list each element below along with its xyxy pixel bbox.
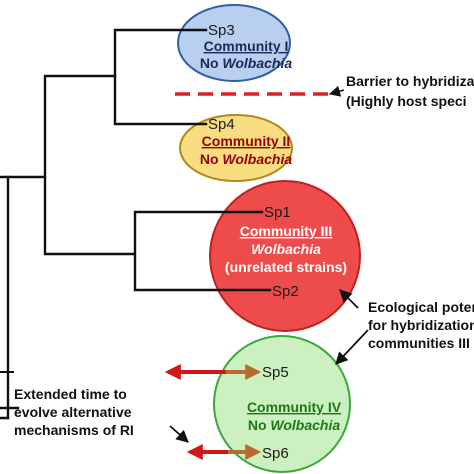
species-label-sp2: Sp2 (272, 283, 299, 300)
tree-lower-stub (0, 406, 20, 420)
community-iv-status: No Wolbachia (248, 417, 341, 433)
community-iii-circle (209, 180, 361, 332)
community-iii-title: Community III (240, 223, 333, 239)
ecological-annotation-line2: for hybridization (368, 317, 474, 333)
community-i-ellipse (177, 4, 291, 82)
time-arrow (169, 425, 189, 443)
phylogenetic-tree (0, 28, 272, 420)
ecological-annotation-line3: communities III (368, 335, 470, 351)
time-annotation-line2: evolve alternative (14, 404, 132, 420)
time-annotation-line3: mechanisms of RI (14, 422, 134, 438)
community-ii-status: No Wolbachia (200, 151, 293, 167)
community-i-title: Community I (204, 38, 289, 54)
species-label-sp4: Sp4 (208, 116, 235, 133)
community-ii-title: Community II (202, 133, 291, 149)
community-ii-ellipse (179, 114, 293, 182)
barrier-annotation-line2: (Highly host speci (346, 93, 467, 109)
community-iv-title: Community IV (247, 399, 342, 415)
ecological-arrow-lower (335, 329, 369, 365)
barrier-annotation-line1: Barrier to hybridizat (346, 73, 474, 89)
tree-sp1-sp2-clade (43, 175, 272, 292)
ecological-arrow (339, 289, 359, 309)
community-iii-status: Wolbachia (251, 241, 321, 257)
tree-sp3-sp4-node (113, 28, 208, 126)
tree-root-branch (0, 175, 10, 420)
species-label-sp3: Sp3 (208, 22, 235, 39)
ecological-annotation-line1: Ecological poter (368, 299, 474, 315)
community-iii-strains: (unrelated strains) (225, 259, 347, 275)
species-label-sp1: Sp1 (264, 204, 291, 221)
community-i-status: No Wolbachia (200, 55, 293, 71)
barrier-arrow (328, 85, 345, 97)
time-annotation-line1: Extended time to (14, 386, 127, 402)
species-label-sp6: Sp6 (262, 445, 289, 462)
tree-upper-node (6, 74, 117, 179)
species-label-sp5: Sp5 (262, 364, 289, 381)
